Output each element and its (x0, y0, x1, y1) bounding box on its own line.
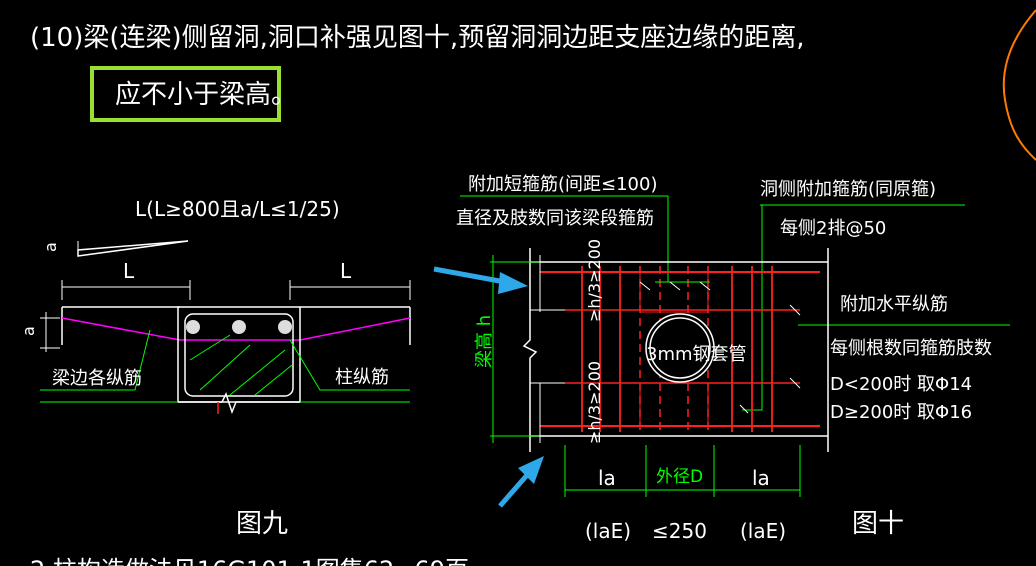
fig10-outer-d: 外径D (656, 467, 703, 487)
annotation-arrow-1 (433, 266, 528, 294)
fig10-laE-left: (laE) (585, 519, 631, 543)
fig9-bar-1 (186, 320, 200, 334)
fig9-top-formula: L(L≥800且a/L≤1/25) (135, 197, 340, 221)
fig9-L-right: L (340, 259, 352, 283)
fig10-le250: ≤250 (652, 519, 707, 543)
fig10-label-horiz-4: D≥200时 取Φ16 (830, 402, 972, 423)
fig10-label-side-1: 洞侧附加箍筋(同原箍) (760, 179, 936, 200)
fig9-beam-bars-leader (40, 329, 151, 391)
fig9-stirrup (184, 313, 294, 397)
fig9-bar-2 (232, 320, 246, 334)
fig9-a-label: a (41, 242, 60, 252)
header-line-1: (10)梁(连梁)侧留洞,洞口补强见图十,预留洞洞边距支座边缘的距离, (30, 23, 804, 53)
fig10-bottom-dim: ≥h/3≥200 (585, 361, 604, 444)
fig10-top-dim: ≥h/3≥200 (585, 239, 604, 322)
fig10-la-left: la (598, 466, 616, 490)
fig10-pipe-label: 3mm钢套管 (646, 344, 747, 365)
fig10-label-stirrup-1: 附加短箍筋(间距≤100) (468, 174, 657, 195)
fig9-column-bars-label: 柱纵筋 (335, 367, 389, 388)
annotation-arrow-2 (498, 456, 544, 508)
fig9-caption: 图九 (236, 509, 288, 539)
fig10-label-stirrup-2: 直径及肢数同该梁段箍筋 (456, 208, 654, 229)
fig10-label-side-2: 每侧2排@50 (780, 218, 886, 239)
fig9-beam-bars-label: 梁边各纵筋 (52, 368, 142, 389)
fig10-left-break (522, 248, 538, 452)
fig10-beam-height: 梁高 h (474, 315, 495, 368)
fig9-hatching (189, 334, 293, 396)
fig10-laE-right: (laE) (740, 519, 786, 543)
fig10-caption: 图十 (852, 509, 904, 539)
fig10-pipe-inner (649, 317, 711, 379)
fig9-a-side: a (19, 326, 38, 336)
fig10-stirrups (581, 266, 773, 432)
fig9-break-line (178, 392, 300, 415)
fig9-bar-3 (278, 320, 292, 334)
fig9-column-bars-leader (289, 339, 410, 391)
figure-10: 附加短箍筋(间距≤100) 直径及肢数同该梁段箍筋 洞侧附加箍筋(同原箍) 每侧… (456, 174, 1010, 543)
fig10-label-horiz-2: 每侧根数同箍筋肢数 (830, 338, 992, 359)
highlight-box (90, 66, 281, 122)
fig9-haunch-left (61, 317, 181, 341)
footer-partial-line: 2.柱构造做法见16G101-1图集62~69页 (30, 556, 469, 566)
fig10-label-horiz-1: 附加水平纵筋 (840, 294, 948, 315)
fig9-haunch-right (299, 317, 411, 341)
fig9-L-left: L (123, 259, 135, 283)
header-line-2: 应不小于梁高。 (115, 80, 297, 110)
fig10-la-right: la (752, 466, 770, 490)
figure-9: L(L≥800且a/L≤1/25) a L L a (19, 197, 411, 539)
fig10-pipe-outer (645, 313, 715, 383)
fig10-label-horiz-3: D<200时 取Φ14 (830, 374, 972, 395)
orange-curve (1002, 9, 1036, 161)
